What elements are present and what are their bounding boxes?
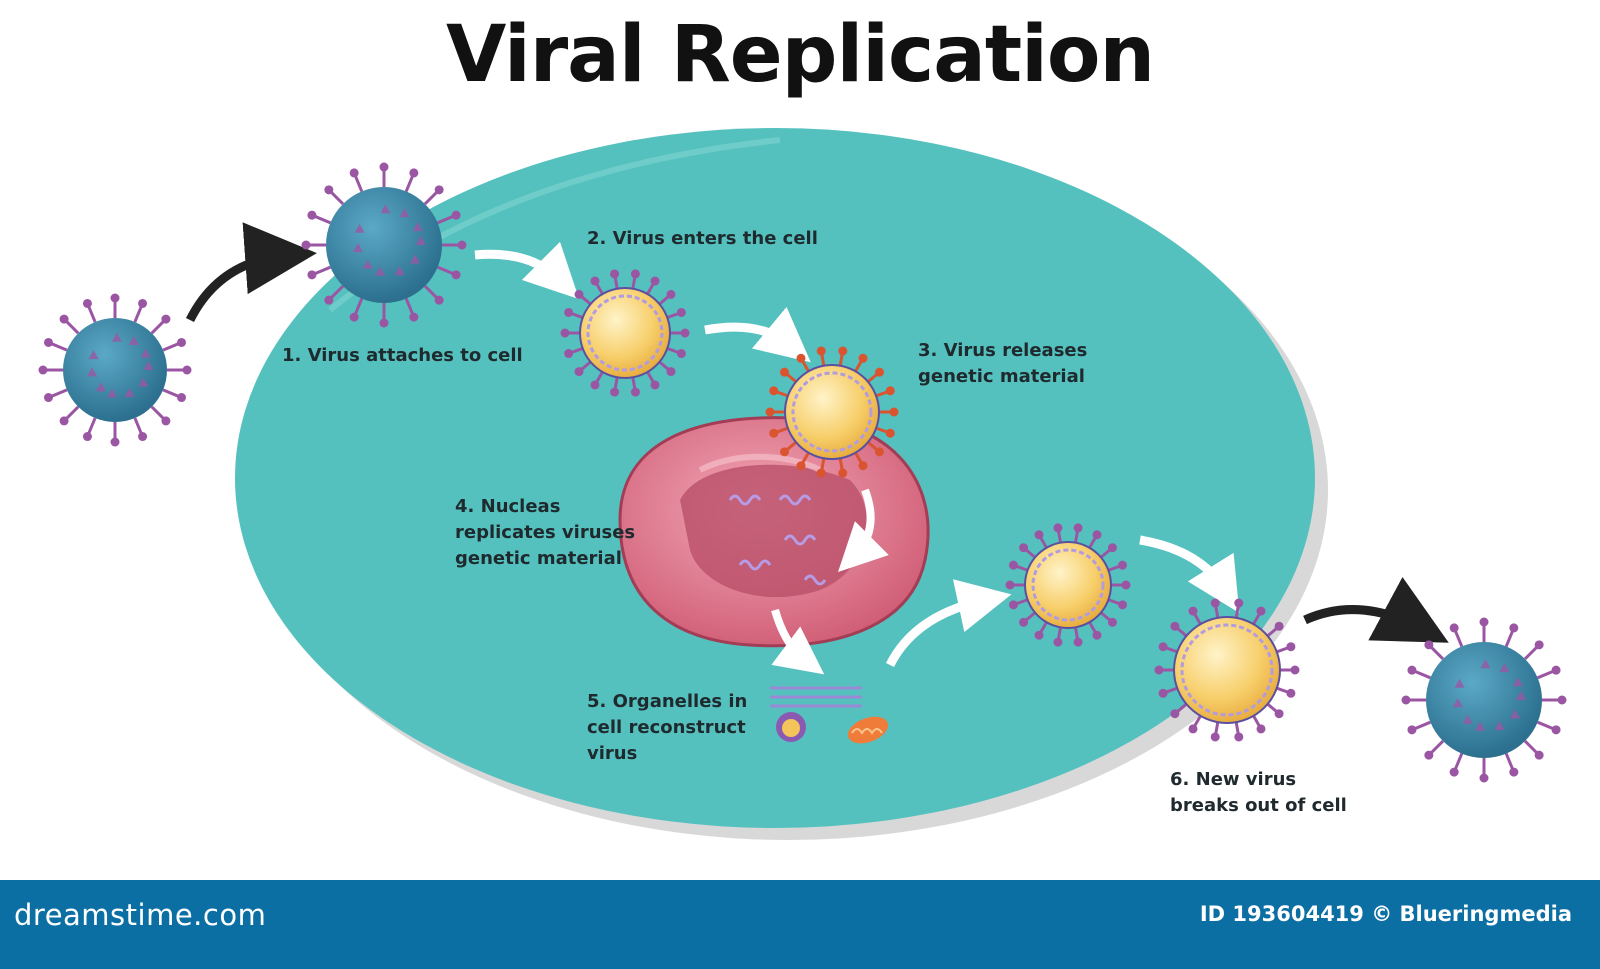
arrow-8 (1303, 576, 1449, 643)
arrow-7 (1139, 535, 1240, 613)
footer-bar: dreamstime.com ID 193604419 © Blueringme… (0, 880, 1600, 969)
step-3-label: 3. Virus releases genetic material (918, 338, 1087, 390)
arrow-3 (704, 306, 811, 363)
step-1-label: 1. Virus attaches to cell (282, 343, 523, 369)
step-4-label-line: genetic material (455, 548, 622, 569)
arrow-5 (771, 608, 825, 675)
virus-entering-icon (560, 269, 690, 397)
virus-releasing-icon (765, 346, 899, 478)
mitochondria-organelle (847, 716, 889, 744)
step-4-label-line: replicates viruses (455, 522, 636, 543)
arrow-2 (474, 241, 580, 300)
step-5-label-line: 5. Organelles in (587, 691, 748, 712)
step-5-label-line: cell reconstruct (587, 717, 746, 738)
ribosome-strands (770, 686, 862, 708)
step-6-label-line: breaks out of cell (1170, 795, 1347, 816)
brand-watermark: dreamstime.com (14, 898, 267, 932)
arrow-4 (838, 488, 889, 572)
genetic-material-strands (728, 494, 827, 586)
diagram-title: Viral Replication (445, 10, 1155, 100)
step-6-label: 6. New virus breaks out of cell (1170, 767, 1347, 819)
step-4-label: 4. Nucleas replicates viruses genetic mate… (455, 494, 635, 572)
step-1-label-line: 1. Virus attaches to cell (282, 345, 523, 366)
nucleus (618, 416, 930, 648)
viral-replication-diagram (38, 128, 1567, 840)
viruses-layer (38, 162, 1567, 783)
step-5-label-line: virus (587, 743, 638, 764)
new-virus-icon (1005, 523, 1131, 647)
step-3-label-line: genetic material (918, 366, 1085, 387)
step-3-label-line: 3. Virus releases (918, 340, 1088, 361)
step-2-label-line: 2. Virus enters the cell (587, 228, 818, 249)
virus-outside-icon (38, 293, 192, 447)
step-4-label-line: 4. Nucleas (455, 496, 561, 517)
step-2-label: 2. Virus enters the cell (587, 226, 818, 252)
arrow-6 (885, 579, 1012, 668)
virus-budding-icon (1154, 598, 1300, 742)
step-5-label: 5. Organelles in cell reconstruct virus (587, 689, 747, 767)
virus-attaching-icon (301, 162, 467, 328)
lysosome-organelle (776, 712, 806, 742)
organelles (770, 686, 889, 744)
image-credit: ID 193604419 © Blueringmedia (1199, 902, 1572, 926)
step-6-label-line: 6. New virus (1170, 769, 1297, 790)
virus-released-icon (1401, 617, 1567, 783)
arrow-1 (185, 222, 317, 323)
